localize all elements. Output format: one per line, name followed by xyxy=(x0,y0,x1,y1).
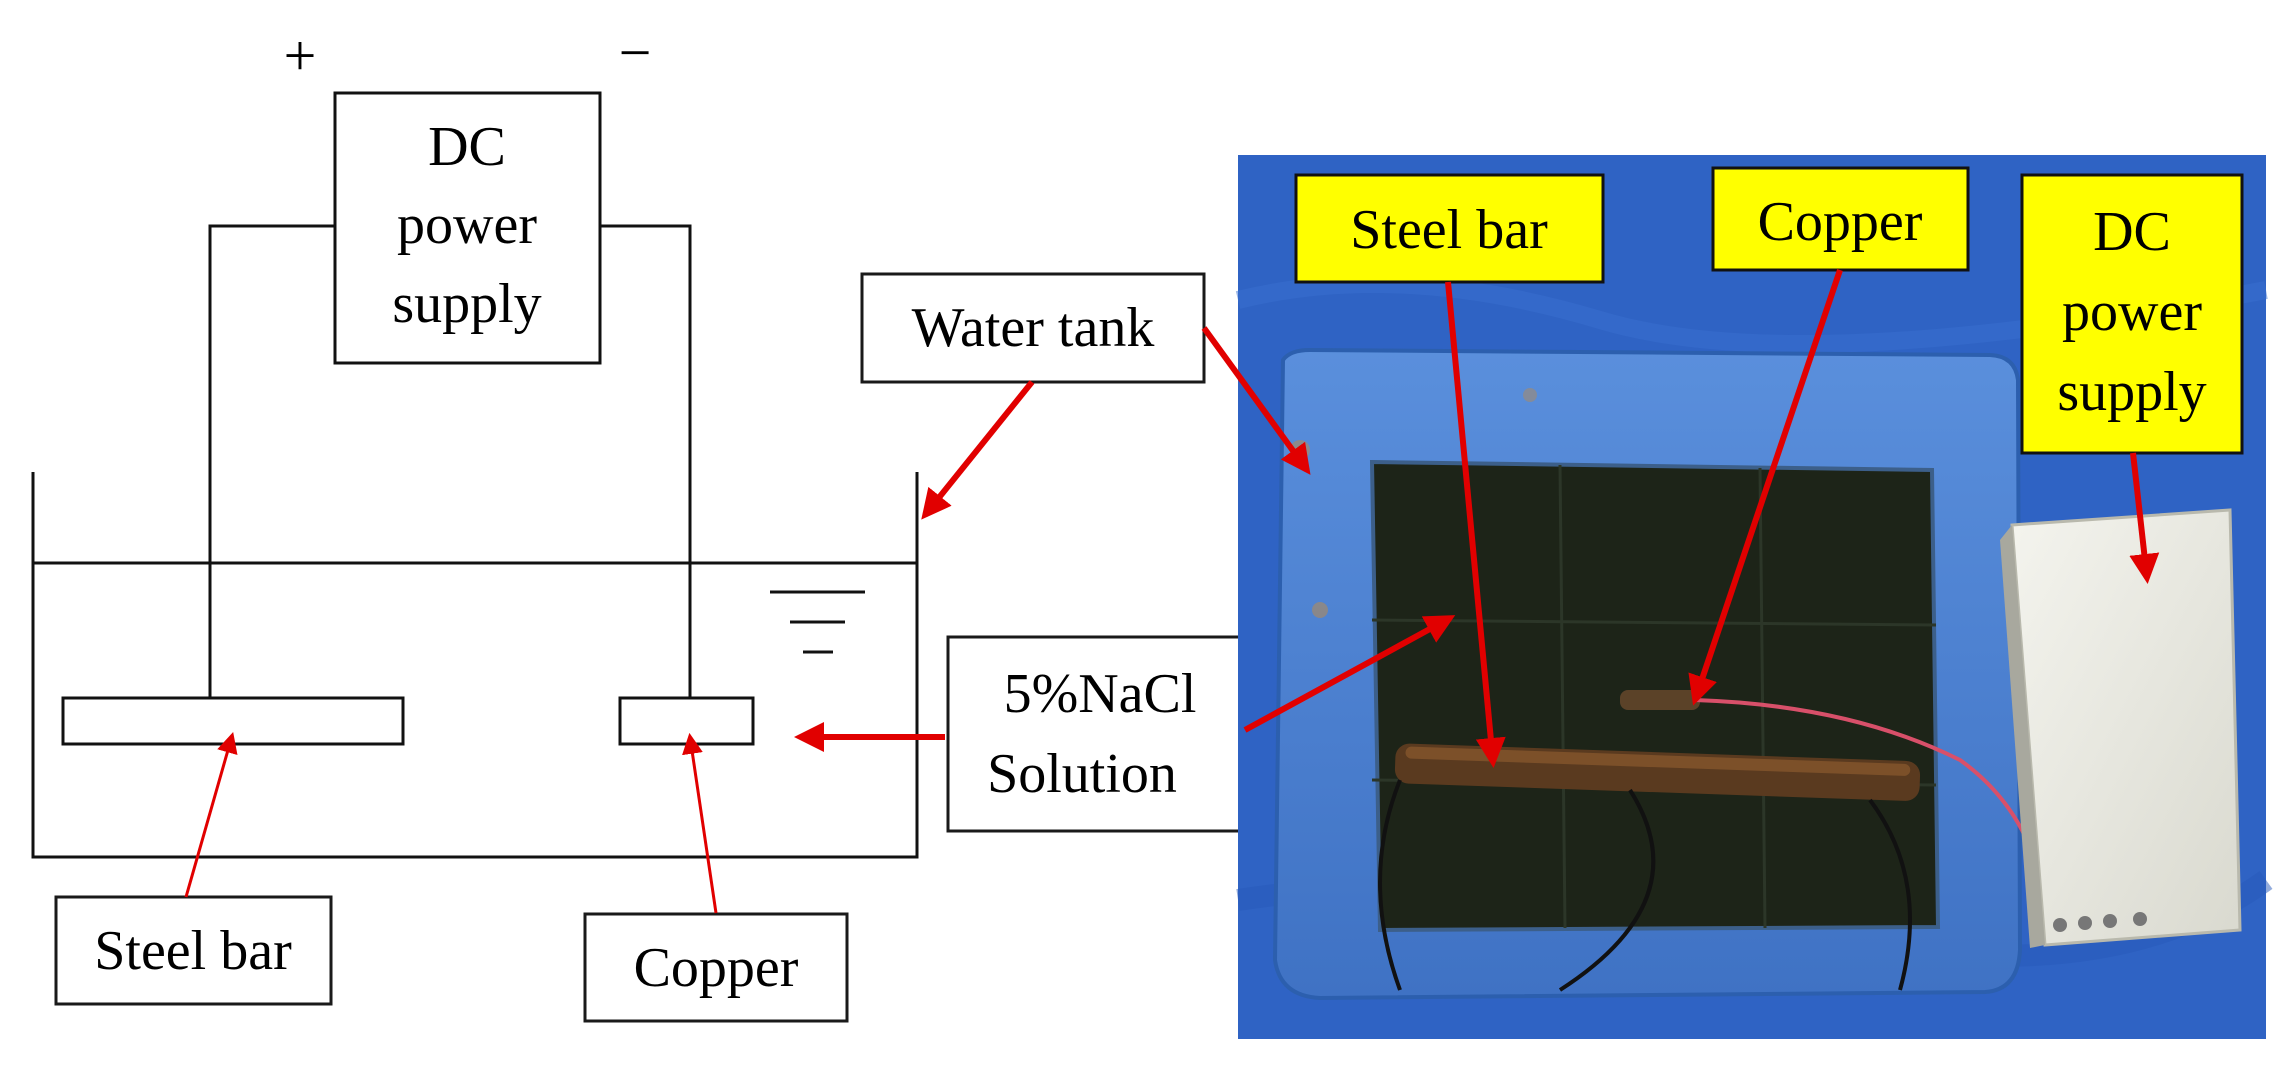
schematic-diagram: + − DC power supply Water tank 5%NaCl So… xyxy=(31,20,1242,1023)
tank-outline xyxy=(31,472,919,859)
negative-wire xyxy=(600,224,692,700)
experiment-photo: Steel bar Copper DC power supply xyxy=(1235,155,2273,1039)
power-supply-label-line3: supply xyxy=(392,273,541,335)
solution-photo-arrow xyxy=(1243,615,1456,733)
photo-copper-arrow xyxy=(1688,269,1843,706)
steel-bar-label: Steel bar xyxy=(94,920,292,982)
solution-label-line2: Solution xyxy=(987,743,1177,805)
copper-arrow xyxy=(682,732,718,914)
photo-steel-bar-callout xyxy=(1294,173,1605,284)
copper-electrode xyxy=(618,696,755,746)
photo-power-supply-label-line3: supply xyxy=(2057,361,2206,423)
power-supply-label-line2: power xyxy=(397,194,537,256)
photo-steel-bar-label: Steel bar xyxy=(1350,199,1548,261)
photo-power-supply-label-line2: power xyxy=(2062,281,2202,343)
negative-terminal-label: − xyxy=(619,20,652,85)
photo-power-supply-arrow xyxy=(2129,452,2160,584)
photo-power-supply-label-line1: DC xyxy=(2093,201,2171,263)
water-level-symbol xyxy=(770,590,865,654)
water-tank-arrow xyxy=(921,380,1035,520)
solution-label-line1: 5%NaCl xyxy=(1004,663,1197,725)
photo-power-supply-box xyxy=(2000,508,2242,948)
steel-bar-callout xyxy=(54,895,333,1006)
positive-terminal-label: + xyxy=(284,23,317,88)
copper-callout xyxy=(583,912,849,1023)
photo-copper-callout xyxy=(1711,166,1970,272)
positive-wire xyxy=(208,224,335,700)
water-tank-label: Water tank xyxy=(912,297,1155,359)
copper-label: Copper xyxy=(634,937,799,999)
photo-power-supply-callout xyxy=(2020,173,2244,455)
photo-copper-label: Copper xyxy=(1758,191,1923,253)
water-tank-callout xyxy=(860,272,1206,384)
solution-callout xyxy=(946,635,1242,833)
power-supply-label-line1: DC xyxy=(428,116,506,178)
photo-copper-piece xyxy=(1620,690,1700,710)
steel-bar-arrow xyxy=(184,731,238,898)
photo-black-wire xyxy=(1378,779,1912,992)
power-supply-box xyxy=(333,91,602,365)
photo-steel-bar-arrow xyxy=(1445,281,1506,768)
water-tank-photo-arrow xyxy=(1201,326,1311,475)
